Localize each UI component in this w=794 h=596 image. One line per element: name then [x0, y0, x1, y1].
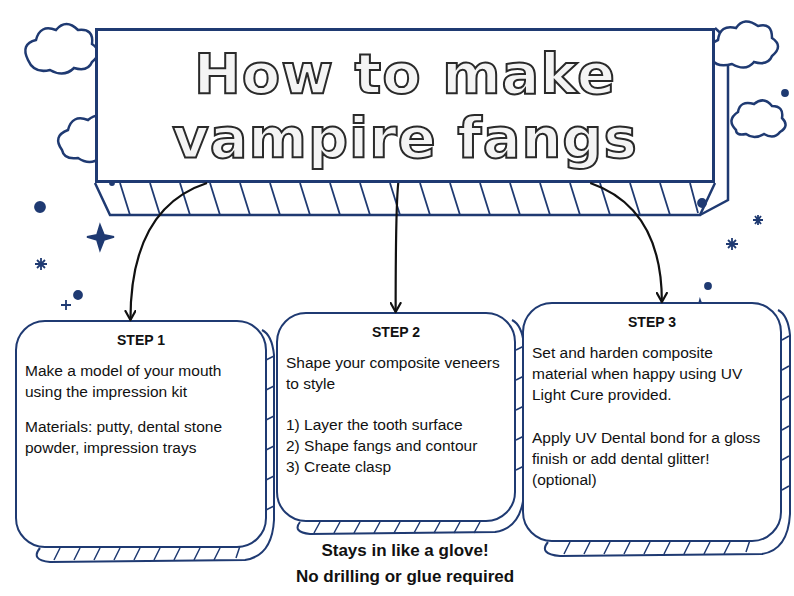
step-heading: STEP 1	[25, 332, 257, 348]
list-item: 3) Create clasp	[286, 456, 506, 477]
curved-arrow	[590, 183, 662, 302]
title-text: How to make vampire fangs	[138, 42, 672, 170]
step-text: Make a model of your mouth using the imp…	[25, 360, 257, 402]
title-box: How to make vampire fangs	[95, 28, 715, 183]
list-item: 1) Layer the tooth surface	[286, 414, 506, 435]
cloud	[731, 100, 785, 137]
curved-arrow	[396, 183, 399, 312]
cloud	[25, 24, 98, 74]
tagline: No drilling or glue required	[200, 567, 610, 587]
step-box: STEP 3 Set and harden composite material …	[522, 302, 782, 542]
step-text: Set and harden composite material when h…	[532, 342, 772, 405]
step-text: Shape your composite veneers to style	[286, 352, 506, 394]
title-strip	[95, 28, 728, 215]
cloud	[709, 21, 778, 67]
step-box: STEP 2 Shape your composite veneers to st…	[276, 312, 516, 522]
tagline: Stays in like a glove!	[200, 541, 610, 561]
title-wrap: How to make vampire fangs	[138, 42, 672, 170]
step-heading: STEP 3	[532, 314, 772, 330]
step-text: Materials: putty, dental stone powder, i…	[25, 416, 257, 458]
list-item: 2) Shape fangs and contour	[286, 435, 506, 456]
curved-arrow	[130, 183, 207, 320]
step-heading: STEP 2	[286, 324, 506, 340]
step-box: STEP 1 Make a model of your mouth using t…	[15, 320, 267, 548]
step-text: Apply UV Dental bond for a gloss finish …	[532, 427, 772, 490]
